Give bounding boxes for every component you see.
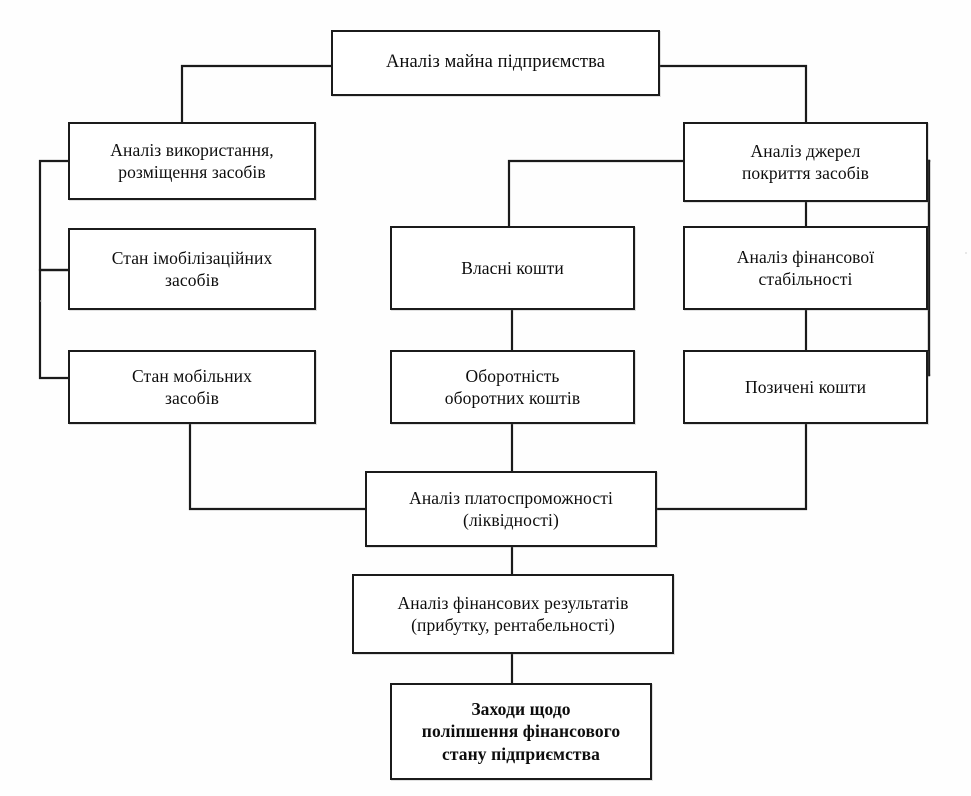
node-own-funds-label: Власні кошти [461, 257, 564, 278]
edge-sources-to-own-funds [507, 159, 685, 228]
node-borrowed[interactable]: Позичені кошти [683, 350, 928, 424]
edge-immobilized-to-mobile [38, 268, 70, 380]
node-turnover[interactable]: Оборотність оборотних коштів [390, 350, 635, 424]
node-solvency-label: Аналіз платоспроможності (ліквідності) [409, 487, 613, 530]
node-measures[interactable]: Заходи щодо поліпшення фінансового стану… [390, 683, 652, 780]
node-stability-label: Аналіз фінансової стабільності [736, 246, 875, 289]
node-root[interactable]: Аналіз майна підприємства [331, 30, 660, 96]
edge-usage-to-immobilized [38, 159, 70, 272]
scan-speck [40, 300, 42, 302]
node-stability[interactable]: Аналіз фінансової стабільності [683, 226, 928, 310]
node-immobilized[interactable]: Стан імобілізаційних засобів [68, 228, 316, 310]
node-immobilized-label: Стан імобілізаційних засобів [111, 247, 273, 290]
node-usage[interactable]: Аналіз використання, розміщення засобів [68, 122, 316, 200]
scan-speck [965, 252, 967, 254]
node-results-label: Аналіз фінансових результатів (прибутку,… [397, 592, 629, 635]
node-sources-label: Аналіз джерел покриття засобів [741, 140, 870, 183]
node-sources[interactable]: Аналіз джерел покриття засобів [683, 122, 928, 202]
node-mobile[interactable]: Стан мобільних засобів [68, 350, 316, 424]
node-root-label: Аналіз майна підприємства [385, 52, 606, 73]
node-borrowed-label: Позичені кошти [744, 376, 867, 397]
edge-root-to-usage [180, 64, 333, 124]
node-turnover-label: Оборотність оборотних коштів [444, 365, 581, 408]
edge-root-to-sources [658, 64, 808, 124]
edge-mobile-to-solvency [188, 422, 367, 511]
edge-borrowed-to-solvency [655, 422, 808, 511]
node-measures-label: Заходи щодо поліпшення фінансового стану… [421, 698, 621, 764]
node-own-funds[interactable]: Власні кошти [390, 226, 635, 310]
node-solvency[interactable]: Аналіз платоспроможності (ліквідності) [365, 471, 657, 547]
node-usage-label: Аналіз використання, розміщення засобів [110, 139, 274, 182]
node-results[interactable]: Аналіз фінансових результатів (прибутку,… [352, 574, 674, 654]
node-mobile-label: Стан мобільних засобів [132, 365, 252, 408]
